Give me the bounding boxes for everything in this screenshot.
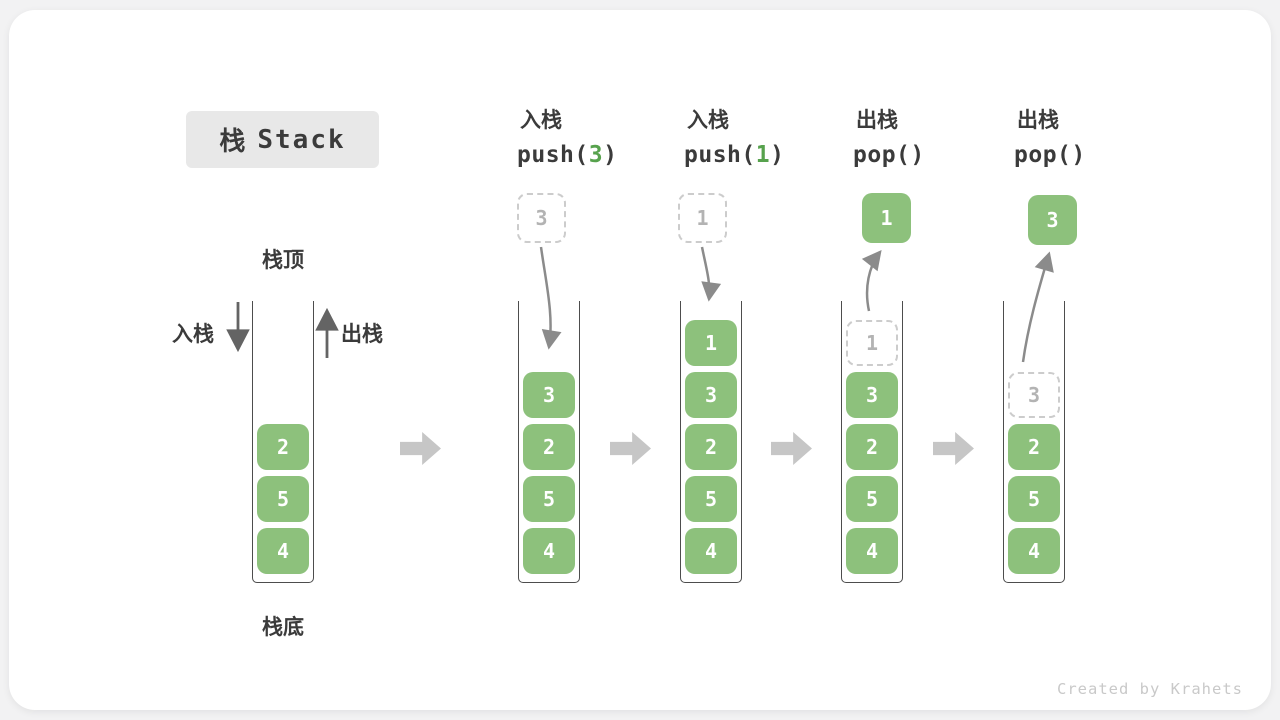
title-zh: 栈 <box>219 126 246 156</box>
stack-block: 4 <box>846 528 898 574</box>
title-en: Stack <box>257 124 346 155</box>
incoming-element-1: 1 <box>678 193 727 243</box>
stack-block: 1 <box>685 320 737 366</box>
op-label: 出栈 <box>1017 109 1059 132</box>
popped-element-3: 3 <box>1028 195 1077 245</box>
stack-block: 2 <box>685 424 737 470</box>
stack-block: 3 <box>523 372 575 418</box>
stack-block: 2 <box>846 424 898 470</box>
op-fn: pop( <box>853 142 911 168</box>
stack-block: 5 <box>257 476 309 522</box>
op-header-pop1: 出栈 pop() <box>853 104 1013 168</box>
stack-bottom-label: 栈底 <box>262 616 304 639</box>
stack-top-label: 栈顶 <box>262 249 304 272</box>
stack-block: 2 <box>1008 424 1060 470</box>
op-label: 出栈 <box>856 109 898 132</box>
stack-block: 4 <box>523 528 575 574</box>
stack-state-after-pop1: 1 3 2 5 4 <box>841 301 903 583</box>
incoming-element-3: 3 <box>517 193 566 243</box>
op-code: pop() <box>1014 142 1174 168</box>
op-header-pop2: 出栈 pop() <box>1014 104 1174 168</box>
op-header-push1: 入栈 push(1) <box>684 104 844 168</box>
stack-block: 5 <box>1008 476 1060 522</box>
op-arg: 1 <box>755 142 771 168</box>
op-label: 入栈 <box>687 109 729 132</box>
stack-block: 4 <box>1008 528 1060 574</box>
stack-block-ghost: 3 <box>1008 372 1060 418</box>
op-fn: push( <box>517 142 589 168</box>
op-close: ) <box>910 142 925 168</box>
stack-state-after-push3: 3 2 5 4 <box>518 301 580 583</box>
stack-block: 5 <box>685 476 737 522</box>
stack-state-after-push1: 1 3 2 5 4 <box>680 301 742 583</box>
stack-block: 5 <box>846 476 898 522</box>
push-side-label: 入栈 <box>172 323 214 346</box>
diagram-title: 栈 Stack <box>186 111 379 168</box>
stack-block: 2 <box>257 424 309 470</box>
stack-state-after-pop2: 3 2 5 4 <box>1003 301 1065 583</box>
op-arg: 3 <box>588 142 604 168</box>
op-header-push3: 入栈 push(3) <box>517 104 677 168</box>
op-close: ) <box>770 142 785 168</box>
op-code: push(3) <box>517 142 677 168</box>
op-label: 入栈 <box>520 109 562 132</box>
stack-block: 3 <box>846 372 898 418</box>
stack-block: 2 <box>523 424 575 470</box>
stack-state-initial: 2 5 4 <box>252 301 314 583</box>
stack-block-ghost: 1 <box>846 320 898 366</box>
popped-element-1: 1 <box>862 193 911 243</box>
watermark: Created by Krahets <box>1057 680 1243 698</box>
op-code: pop() <box>853 142 1013 168</box>
stack-block: 3 <box>685 372 737 418</box>
op-close: ) <box>1071 142 1086 168</box>
stack-block: 4 <box>685 528 737 574</box>
stack-block: 5 <box>523 476 575 522</box>
op-fn: push( <box>684 142 756 168</box>
op-close: ) <box>603 142 618 168</box>
stack-block: 4 <box>257 528 309 574</box>
op-code: push(1) <box>684 142 844 168</box>
op-fn: pop( <box>1014 142 1072 168</box>
pop-side-label: 出栈 <box>341 323 383 346</box>
